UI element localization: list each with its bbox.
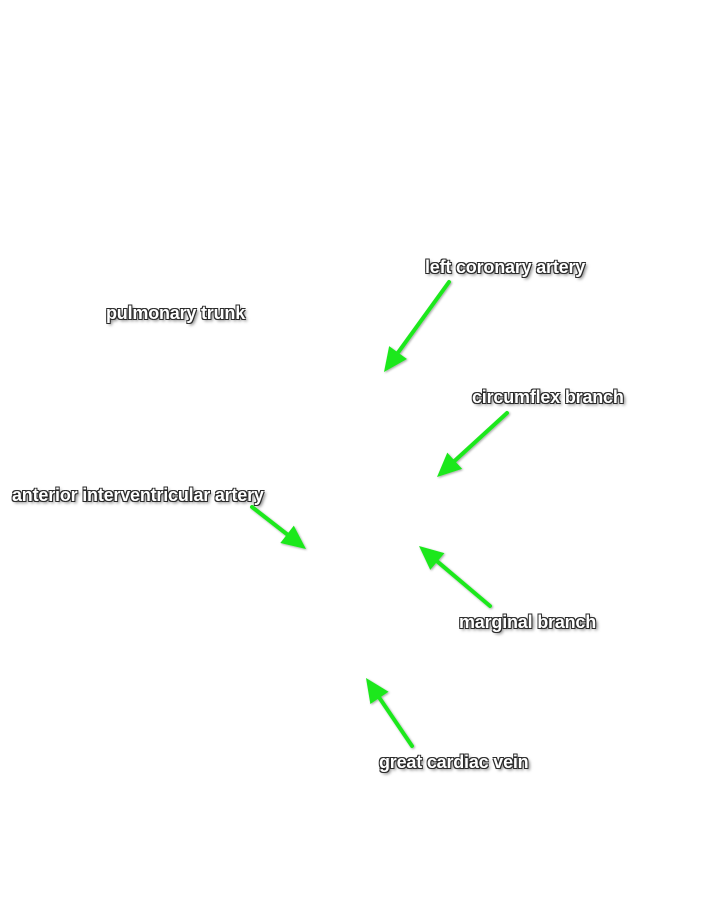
arrow-left-coronary-artery (384, 280, 451, 372)
arrow-marginal-branch-shaft (433, 558, 492, 608)
arrow-left-coronary-artery-head (384, 346, 407, 372)
arrow-great-cardiac-vein-shaft (376, 694, 414, 748)
arrow-anterior-interventricular-artery-head (280, 525, 306, 549)
arrow-great-cardiac-vein (366, 678, 414, 748)
label-circumflex-branch: circumflex branch (472, 387, 624, 407)
arrow-great-cardiac-vein-head (366, 678, 389, 705)
arrow-marginal-branch-head (419, 546, 445, 570)
arrow-anterior-interventricular-artery (250, 505, 306, 549)
arrow-circumflex-branch (437, 411, 509, 477)
arrow-circumflex-branch-head (437, 452, 463, 477)
label-anterior-interventricular-artery: anterior interventricular artery (12, 485, 264, 505)
arrow-left-coronary-artery-shaft (394, 280, 451, 357)
arrow-anterior-interventricular-artery-shaft (250, 505, 291, 538)
label-pulmonary-trunk: pulmonary trunk (106, 303, 246, 323)
arrow-circumflex-branch-shaft (451, 411, 509, 465)
label-great-cardiac-vein: great cardiac vein (379, 752, 529, 772)
label-marginal-branch: marginal branch (459, 612, 597, 632)
label-left-coronary-artery: left coronary artery (425, 257, 586, 277)
arrow-marginal-branch (419, 546, 492, 608)
